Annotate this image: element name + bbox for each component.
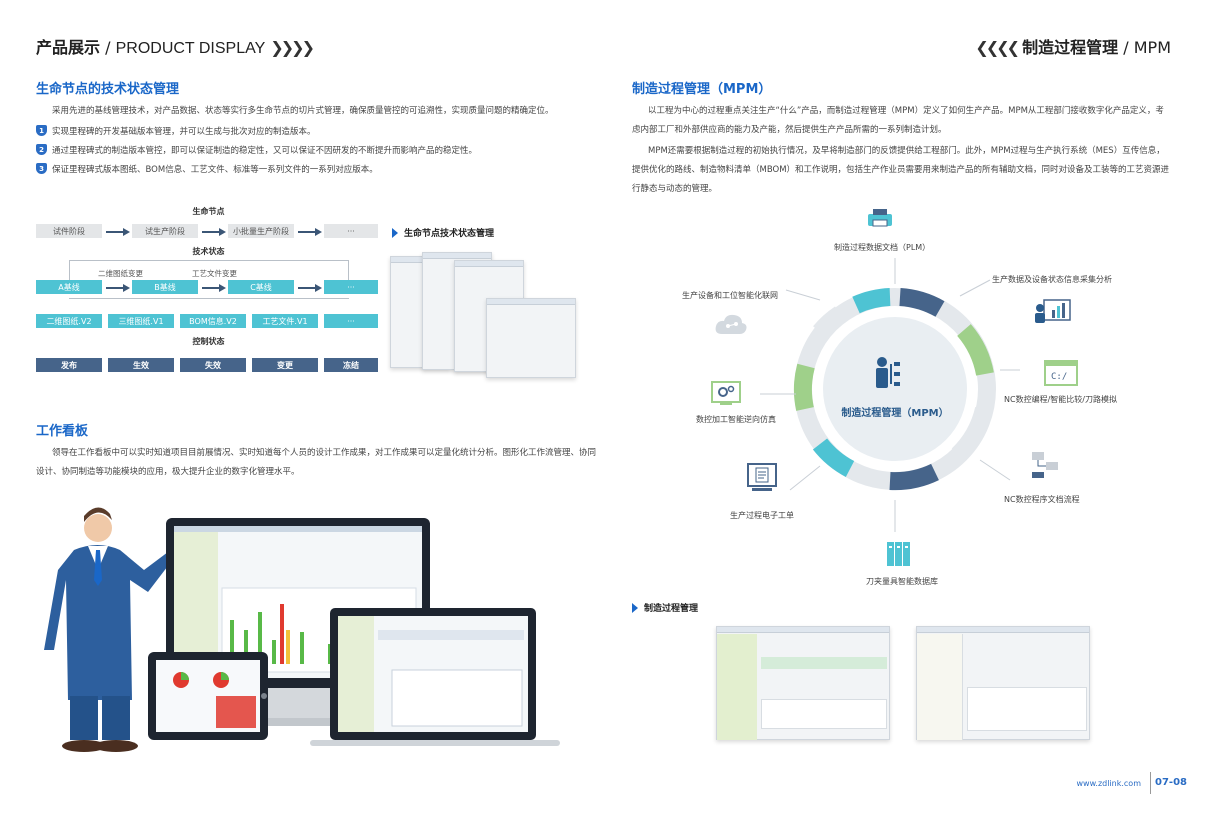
node-label-order: 生产过程电子工单 [730, 511, 794, 520]
arrow-right-icon [106, 284, 130, 291]
analytics-icon [1032, 298, 1072, 324]
control-box: 生效 [108, 358, 174, 372]
header-left: 产品展示 / PRODUCT DISPLAY ❯❯❯❯ [36, 34, 315, 58]
control-box: 变更 [252, 358, 318, 372]
mpm-center-label: 制造过程管理（MPM） [841, 408, 949, 419]
caption-text: 制造过程管理 [644, 604, 699, 614]
baseline-box: A基线 [36, 280, 102, 294]
diagram-head-tech: 技术状态 [192, 247, 225, 256]
svg-text:C:/: C:/ [1051, 372, 1067, 382]
screenshot-thumb [486, 298, 576, 378]
mpm-ring [790, 284, 1000, 494]
arrow-right-icon [202, 284, 226, 291]
stage-box: 小批量生产阶段 [228, 224, 294, 238]
simulation-icon [710, 380, 742, 406]
plm-printer-icon [866, 208, 894, 228]
header-slash: / [105, 38, 111, 57]
node-label-nc-doc: NC数控程序文档流程 [1004, 495, 1080, 504]
doc-box: 二维图纸.V2 [36, 314, 102, 328]
header-right-cn: 制造过程管理 [1022, 38, 1119, 57]
header-right-en: MPM [1133, 38, 1171, 57]
diagram-head-ctrl: 控制状态 [192, 337, 225, 346]
arrow-right-icon [202, 228, 226, 235]
footer-url[interactable]: www.zdlink.com [1076, 779, 1142, 788]
header-slash-right: / [1123, 38, 1129, 57]
node-label-nc-prog: NC数控编程/智能比较/刀路模拟 [1004, 395, 1117, 404]
chevrons-right-icon: ❯❯❯❯ [270, 38, 315, 57]
connector-line [69, 260, 349, 261]
baseline-box: C基线 [228, 280, 294, 294]
board-title: 工作看板 [36, 424, 89, 439]
caption-marker-icon [632, 602, 638, 613]
header-left-en: PRODUCT DISPLAY [115, 40, 266, 57]
node-label-sim: 数控加工智能逆向仿真 [696, 415, 776, 424]
cloud-network-icon [714, 312, 748, 336]
database-icon [886, 540, 912, 568]
mpm-p2: MPM还需要根据制造过程的初始执行情况，及早将制造部门的反馈提供给工程部门。此外… [632, 146, 1170, 194]
person-and-devices-illustration [44, 507, 560, 752]
number-badge-icon: 2 [36, 144, 47, 155]
lifecycle-bullets: 1 实现里程碑的开发基础版本管理，并可以生成与批次对应的制造版本。 2 通过里程碑式… [36, 121, 477, 178]
arrow-right-icon [106, 228, 130, 235]
lifecycle-intro: 采用先进的基线管理技术，对产品数据、状态等实行多生命节点的切片式管理，确保质量管… [52, 106, 554, 116]
board-text: 领导在工作看板中可以实时知道项目目前展情况、实时知道每个人员的设计工作成果，对工… [36, 448, 597, 477]
lifecycle-screenshots [390, 248, 580, 380]
footer-divider [1150, 772, 1151, 794]
change-label: 工艺文件变更 [192, 269, 237, 278]
lifecycle-caption: 生命节点技术状态管理 [392, 226, 494, 239]
code-window-icon: C:/ [1044, 360, 1078, 386]
number-badge-icon: 1 [36, 125, 47, 136]
stage-box: ··· [324, 224, 378, 238]
control-box: 发布 [36, 358, 102, 372]
bullet-text: 实现里程碑的开发基础版本管理，并可以生成与批次对应的制造版本。 [52, 126, 316, 137]
connector-line [69, 260, 70, 280]
baseline-box: ··· [324, 280, 378, 294]
page-numbers: 07-08 [1155, 777, 1187, 788]
arrow-right-icon [298, 284, 322, 291]
control-box: 冻结 [324, 358, 378, 372]
bullet-text: 通过里程碑式的制造版本管控，即可以保证制造的稳定性，又可以保证不因研发的不断提升… [52, 145, 478, 156]
lifecycle-diagram: 生命节点 试件阶段 试生产阶段 小批量生产阶段 ··· 技术状态 二维图纸变更 … [36, 204, 381, 376]
mpm-title: 制造过程管理（MPM） [632, 82, 772, 97]
lifecycle-title: 生命节点的技术状态管理 [36, 82, 180, 97]
bullet-item: 1 实现里程碑的开发基础版本管理，并可以生成与批次对应的制造版本。 [36, 121, 477, 140]
mpm-spokes [760, 258, 1020, 532]
change-label: 二维图纸变更 [98, 269, 143, 278]
node-label-collect: 生产数据及设备状态信息采集分析 [992, 275, 1112, 284]
mpm-screenshot [916, 626, 1090, 740]
stage-box: 试件阶段 [36, 224, 102, 238]
diagram-head-life: 生命节点 [192, 207, 225, 216]
caption-text: 生命节点技术状态管理 [404, 229, 495, 239]
mpm-ring-graphic [793, 288, 996, 491]
header-left-cn: 产品展示 [36, 38, 101, 57]
connector-line [69, 298, 349, 299]
node-label-tool: 刀夹量具智能数据库 [866, 577, 938, 586]
connector-line [348, 260, 349, 280]
mpm-caption: 制造过程管理 [632, 601, 698, 614]
arrow-right-icon [298, 228, 322, 235]
doc-box: 三维图纸.V1 [108, 314, 174, 328]
baseline-box: B基线 [132, 280, 198, 294]
node-label-iot: 生产设备和工位智能化联网 [682, 291, 778, 300]
doc-box: 工艺文件.V1 [252, 314, 318, 328]
node-label-plm: 制造过程数据文档（PLM） [834, 243, 931, 252]
doc-box: ··· [324, 314, 378, 328]
bullet-item: 3 保证里程碑式版本图纸、BOM信息、工艺文件、标准等一系列文件的一系列对应版本。 [36, 159, 477, 178]
number-badge-icon: 3 [36, 163, 47, 174]
doc-box: BOM信息.V2 [180, 314, 246, 328]
bullet-text: 保证里程碑式版本图纸、BOM信息、工艺文件、标准等一系列文件的一系列对应版本。 [52, 164, 378, 175]
board-illustration [40, 500, 570, 756]
mpm-screenshot [716, 626, 890, 740]
mpm-p1: 以工程为中心的过程重点关注生产“什么”产品，而制造过程管理（MPM）定义了如何生… [632, 106, 1164, 135]
caption-marker-icon [392, 227, 398, 238]
flow-doc-icon [1030, 450, 1060, 480]
bullet-item: 2 通过里程碑式的制造版本管控，即可以保证制造的稳定性，又可以保证不因研发的不断提… [36, 140, 477, 159]
chevrons-left-icon: ❮❮❮❮ [975, 38, 1020, 57]
control-box: 失效 [180, 358, 246, 372]
work-order-icon [746, 462, 778, 494]
header-right: ❮❮❮❮ 制造过程管理 / MPM [975, 34, 1171, 58]
stage-box: 试生产阶段 [132, 224, 198, 238]
